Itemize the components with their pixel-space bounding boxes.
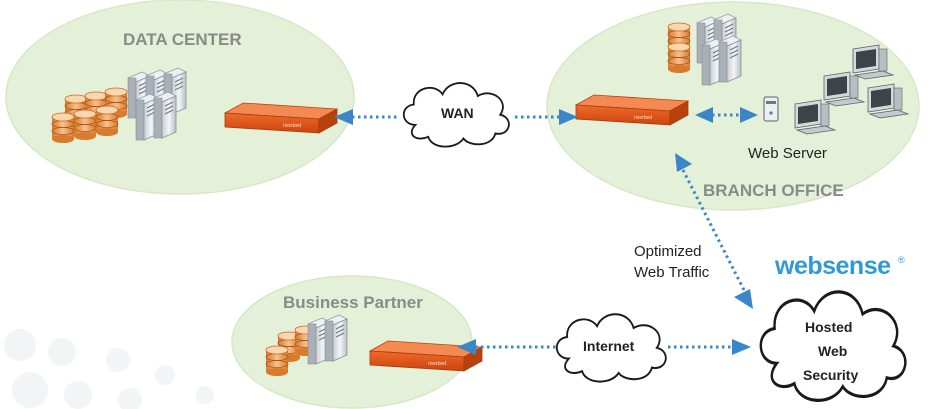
data-center-label: DATA CENTER xyxy=(123,30,242,49)
websense-wordmark: websense xyxy=(774,252,891,280)
background-dot-pattern xyxy=(4,329,214,409)
websense-logo: websense ® xyxy=(774,252,905,280)
branch-office-zone xyxy=(546,1,920,211)
connector-links xyxy=(352,113,747,349)
web-server-icon xyxy=(763,96,779,122)
branch-database-icon xyxy=(667,22,691,74)
connector-arrowheads xyxy=(334,107,758,355)
optimized-label-line1: Optimized xyxy=(634,243,702,260)
web-server-label: Web Server xyxy=(748,145,827,162)
optimized-label-line2: Web Traffic xyxy=(634,264,710,281)
wan-label: WAN xyxy=(441,105,474,121)
hosted-web-security-cloud: Hosted Web Security xyxy=(759,290,907,402)
internet-cloud: Internet xyxy=(555,313,667,383)
business-partner-label: Business Partner xyxy=(283,293,423,312)
hosted-label-line2: Web xyxy=(818,343,847,359)
wan-cloud: WAN xyxy=(402,82,510,148)
internet-label: Internet xyxy=(583,338,635,354)
websense-registered-mark: ® xyxy=(898,255,905,265)
hosted-label-line3: Security xyxy=(803,367,858,383)
partner-server-rack-icon xyxy=(307,314,348,365)
hosted-label-line1: Hosted xyxy=(805,319,852,335)
branch-office-label: BRANCH OFFICE xyxy=(703,181,844,200)
branch-server-rack-icon xyxy=(696,13,742,86)
